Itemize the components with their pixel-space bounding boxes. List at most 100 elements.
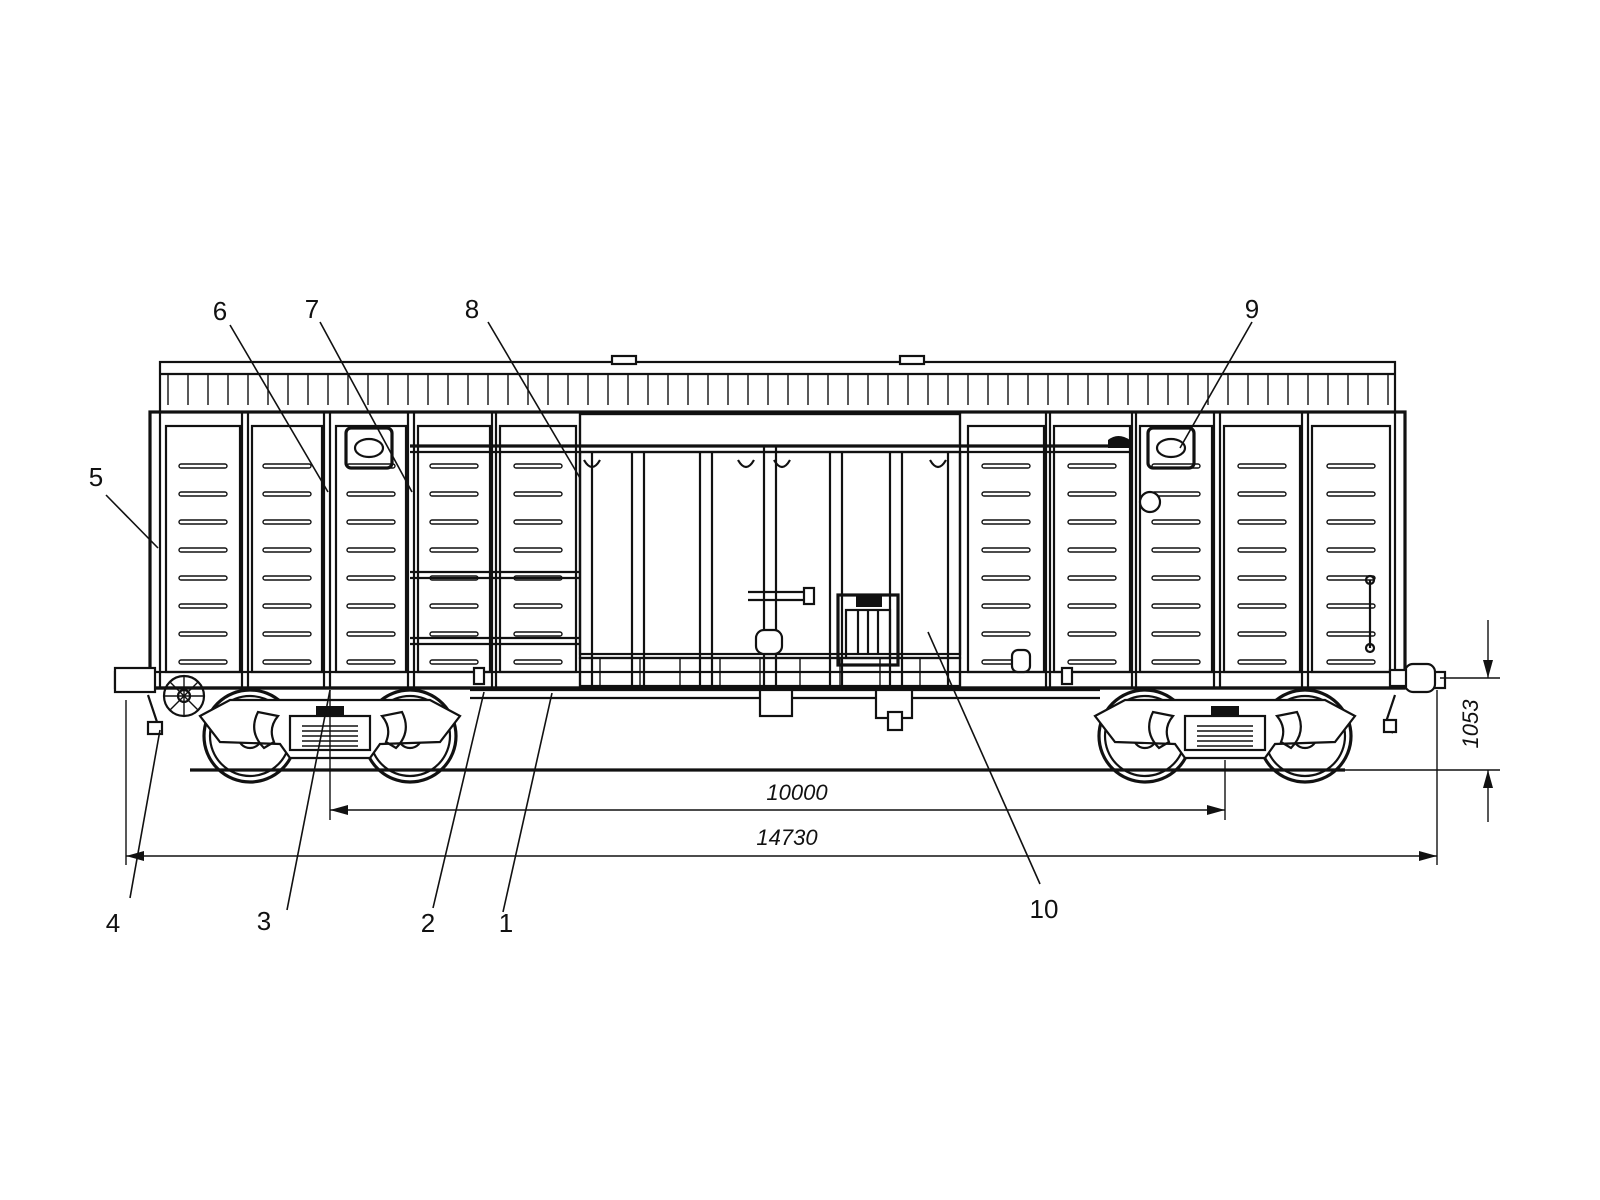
panel-slot bbox=[1326, 547, 1376, 553]
panel-slot bbox=[1151, 491, 1201, 497]
wall-panel bbox=[1310, 424, 1392, 674]
panel-slot bbox=[346, 547, 396, 553]
panel-slot bbox=[346, 519, 396, 525]
panel-slot bbox=[1067, 603, 1117, 609]
frame-window bbox=[1274, 710, 1302, 750]
panel-slot bbox=[178, 491, 228, 497]
roof bbox=[158, 354, 1397, 414]
dim-label-14730: 14730 bbox=[756, 825, 818, 850]
vent-hatch-left bbox=[344, 426, 394, 470]
panel-slot bbox=[178, 603, 228, 609]
sliding-door bbox=[410, 436, 1130, 690]
panel-slot bbox=[1237, 631, 1287, 637]
dimension-overall-length: 14730 bbox=[125, 690, 1438, 865]
panel-slot bbox=[981, 519, 1031, 525]
dim-label-1053: 1053 bbox=[1458, 699, 1483, 749]
panel-slot bbox=[981, 631, 1031, 637]
panel-slot bbox=[1237, 491, 1287, 497]
panel-slot bbox=[1237, 519, 1287, 525]
panel-slot bbox=[262, 463, 312, 469]
panel-slot bbox=[1067, 519, 1117, 525]
panel-slot bbox=[429, 491, 479, 497]
frame-ribs bbox=[580, 658, 960, 686]
wall-panel bbox=[966, 424, 1046, 674]
panel-slot bbox=[1326, 631, 1376, 637]
door-roller bbox=[737, 459, 755, 469]
panel-slot bbox=[513, 463, 563, 469]
panel-slot bbox=[1237, 463, 1287, 469]
frame-window bbox=[379, 710, 407, 750]
underframe bbox=[113, 648, 1447, 732]
panel-slot bbox=[1067, 575, 1117, 581]
panel-slot bbox=[513, 631, 563, 637]
panel-slot bbox=[1326, 491, 1376, 497]
label-2: 2 bbox=[421, 908, 435, 938]
panel-slot bbox=[429, 519, 479, 525]
label-6: 6 bbox=[213, 296, 227, 326]
wall-panel bbox=[416, 424, 492, 674]
panel-slot bbox=[1151, 603, 1201, 609]
panel-slot bbox=[981, 491, 1031, 497]
panel-slot bbox=[429, 631, 479, 637]
dimension-bogie-centers: 10000 bbox=[329, 690, 1226, 820]
label-10: 10 bbox=[1030, 894, 1059, 924]
panel-slot bbox=[346, 603, 396, 609]
panel-slot bbox=[1151, 575, 1201, 581]
panel-slot bbox=[981, 463, 1031, 469]
panel-slot bbox=[1237, 547, 1287, 553]
panel-slot bbox=[1067, 659, 1117, 665]
label-3: 3 bbox=[257, 906, 271, 936]
wall-panel bbox=[498, 424, 578, 674]
panel-slot bbox=[262, 547, 312, 553]
label-5: 5 bbox=[89, 462, 103, 492]
wall-panel bbox=[164, 424, 242, 674]
door-roller bbox=[583, 459, 601, 469]
panel-slot bbox=[513, 547, 563, 553]
panel-slot bbox=[1326, 603, 1376, 609]
panel-slot bbox=[178, 519, 228, 525]
panel-slot bbox=[513, 659, 563, 665]
panel-slot bbox=[1326, 519, 1376, 525]
label-9: 9 bbox=[1245, 294, 1259, 324]
panel-slot bbox=[262, 603, 312, 609]
wall-panel bbox=[1138, 424, 1214, 674]
leader-lines bbox=[105, 321, 1253, 913]
panel-slot bbox=[178, 547, 228, 553]
panel-slot bbox=[1067, 491, 1117, 497]
panel-slot bbox=[429, 547, 479, 553]
dim-label-10000: 10000 bbox=[766, 780, 828, 805]
panel-slot bbox=[346, 491, 396, 497]
dimension-coupler-height: 1053 bbox=[1300, 620, 1500, 822]
panel-slot bbox=[1067, 547, 1117, 553]
panel-slot bbox=[262, 659, 312, 665]
panel-slot bbox=[513, 519, 563, 525]
wall-panel bbox=[1052, 424, 1132, 674]
label-4: 4 bbox=[106, 908, 120, 938]
panel-slot bbox=[1237, 575, 1287, 581]
coupler-left bbox=[113, 666, 206, 736]
panel-slot bbox=[262, 491, 312, 497]
panel-slot bbox=[1067, 631, 1117, 637]
panel-slot bbox=[513, 491, 563, 497]
panel-slot bbox=[981, 575, 1031, 581]
panel-slot bbox=[429, 603, 479, 609]
panel-slot bbox=[1151, 659, 1201, 665]
wall-panel bbox=[1222, 424, 1302, 674]
panel-slot bbox=[262, 631, 312, 637]
panel-slot bbox=[981, 603, 1031, 609]
panel-slot bbox=[429, 463, 479, 469]
panel-slot bbox=[346, 659, 396, 665]
panel-slot bbox=[1237, 603, 1287, 609]
panel-slot bbox=[513, 603, 563, 609]
panel-slot bbox=[1151, 631, 1201, 637]
frame-window bbox=[1148, 710, 1176, 750]
panel-slot bbox=[178, 631, 228, 637]
vent-hatch-right bbox=[1138, 426, 1196, 514]
door-roller bbox=[929, 459, 947, 469]
panel-slot bbox=[346, 575, 396, 581]
label-7: 7 bbox=[305, 294, 319, 324]
panel-slot bbox=[1067, 463, 1117, 469]
roof-ribs bbox=[167, 374, 1389, 405]
panel-slot bbox=[262, 519, 312, 525]
